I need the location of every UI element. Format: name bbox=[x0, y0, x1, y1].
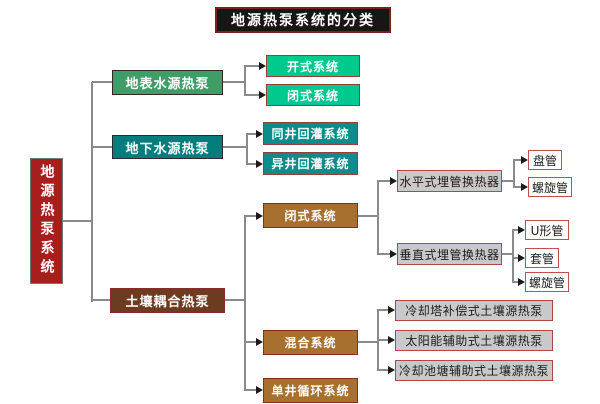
connector-h bbox=[378, 253, 391, 255]
connector-h bbox=[92, 81, 112, 83]
arrowhead-icon bbox=[256, 130, 263, 138]
arrowhead-icon bbox=[388, 306, 395, 314]
connector-v bbox=[377, 180, 379, 255]
arrowhead-icon bbox=[518, 254, 525, 262]
arrowhead-icon bbox=[256, 338, 263, 346]
connector-h bbox=[378, 369, 389, 371]
connector-h bbox=[223, 146, 247, 148]
connector-h bbox=[378, 309, 389, 311]
node-open-system: 开式系统 bbox=[266, 55, 360, 77]
arrowhead-icon bbox=[256, 160, 263, 168]
connector-v bbox=[246, 133, 248, 165]
arrowhead-icon bbox=[390, 250, 397, 258]
connector-h bbox=[92, 146, 112, 148]
connector-h bbox=[514, 159, 522, 161]
connector-h bbox=[92, 299, 110, 301]
connector-v bbox=[244, 65, 246, 96]
root-node: 地源热泵系统 bbox=[30, 158, 63, 284]
connector-h bbox=[502, 253, 513, 255]
node-cooling-tower-compensated: 冷却塔补偿式土壤源热泵 bbox=[395, 300, 553, 321]
connector-h bbox=[378, 180, 391, 182]
arrowhead-icon bbox=[521, 156, 528, 164]
node-different-well-recharge: 异井回灌系统 bbox=[263, 152, 358, 175]
connector-h bbox=[513, 281, 519, 283]
arrowhead-icon bbox=[388, 366, 395, 374]
connector-h bbox=[63, 220, 92, 222]
arrowhead-icon bbox=[259, 62, 266, 70]
node-horizontal-buried-pipe-hx: 水平式埋管换热器 bbox=[397, 170, 502, 192]
node-vertical-buried-pipe-hx: 垂直式埋管换热器 bbox=[397, 243, 502, 265]
connector-h bbox=[245, 94, 260, 96]
connector-v bbox=[513, 159, 515, 188]
connector-v bbox=[91, 82, 93, 302]
arrowhead-icon bbox=[256, 386, 263, 394]
connector-h bbox=[358, 215, 378, 217]
diagram-title: 地源热泵系统的分类 bbox=[215, 7, 391, 33]
connector-h bbox=[245, 341, 257, 343]
connector-h bbox=[513, 257, 519, 259]
arrowhead-icon bbox=[256, 212, 263, 220]
node-solar-assisted: 太阳能辅助式土壤源热泵 bbox=[395, 330, 553, 351]
arrowhead-icon bbox=[518, 226, 525, 234]
connector-h bbox=[358, 341, 378, 343]
node-closed-system-water: 闭式系统 bbox=[266, 84, 360, 106]
connector-h bbox=[245, 65, 260, 67]
node-soil-coupled-hp: 土壤耦合热泵 bbox=[110, 288, 225, 313]
connector-h bbox=[247, 163, 257, 165]
arrowhead-icon bbox=[390, 177, 397, 185]
arrowhead-icon bbox=[521, 183, 528, 191]
connector-h bbox=[245, 215, 257, 217]
node-closed-system-soil: 闭式系统 bbox=[263, 203, 358, 228]
arrowhead-icon bbox=[388, 336, 395, 344]
node-single-well-circulation: 单井循环系统 bbox=[263, 378, 358, 403]
arrowhead-icon bbox=[259, 91, 266, 99]
connector-h bbox=[378, 339, 389, 341]
node-surface-water-hp: 地表水源热泵 bbox=[112, 70, 223, 95]
connector-h bbox=[513, 229, 519, 231]
node-same-well-recharge: 同井回灌系统 bbox=[263, 122, 358, 145]
arrowhead-icon bbox=[518, 278, 525, 286]
connector-h bbox=[223, 81, 245, 83]
node-u-shaped-pipe: U形管 bbox=[525, 220, 569, 240]
connector-h bbox=[502, 180, 514, 182]
connector-h bbox=[514, 186, 522, 188]
node-spiral-pipe-horizontal: 螺旋管 bbox=[528, 177, 572, 197]
connector-h bbox=[247, 133, 257, 135]
connector-h bbox=[225, 299, 245, 301]
node-casing-pipe: 套管 bbox=[525, 248, 559, 268]
node-groundwater-hp: 地下水源热泵 bbox=[112, 135, 223, 159]
node-spiral-pipe-vertical: 螺旋管 bbox=[525, 272, 569, 292]
node-cooling-pond-assisted: 冷却池塘辅助式土壤源热泵 bbox=[395, 360, 553, 381]
connector-h bbox=[245, 389, 257, 391]
connector-v bbox=[244, 215, 246, 391]
connector-v bbox=[512, 229, 514, 283]
node-hybrid-system: 混合系统 bbox=[263, 330, 358, 355]
node-coil-pipe: 盘管 bbox=[528, 150, 562, 170]
